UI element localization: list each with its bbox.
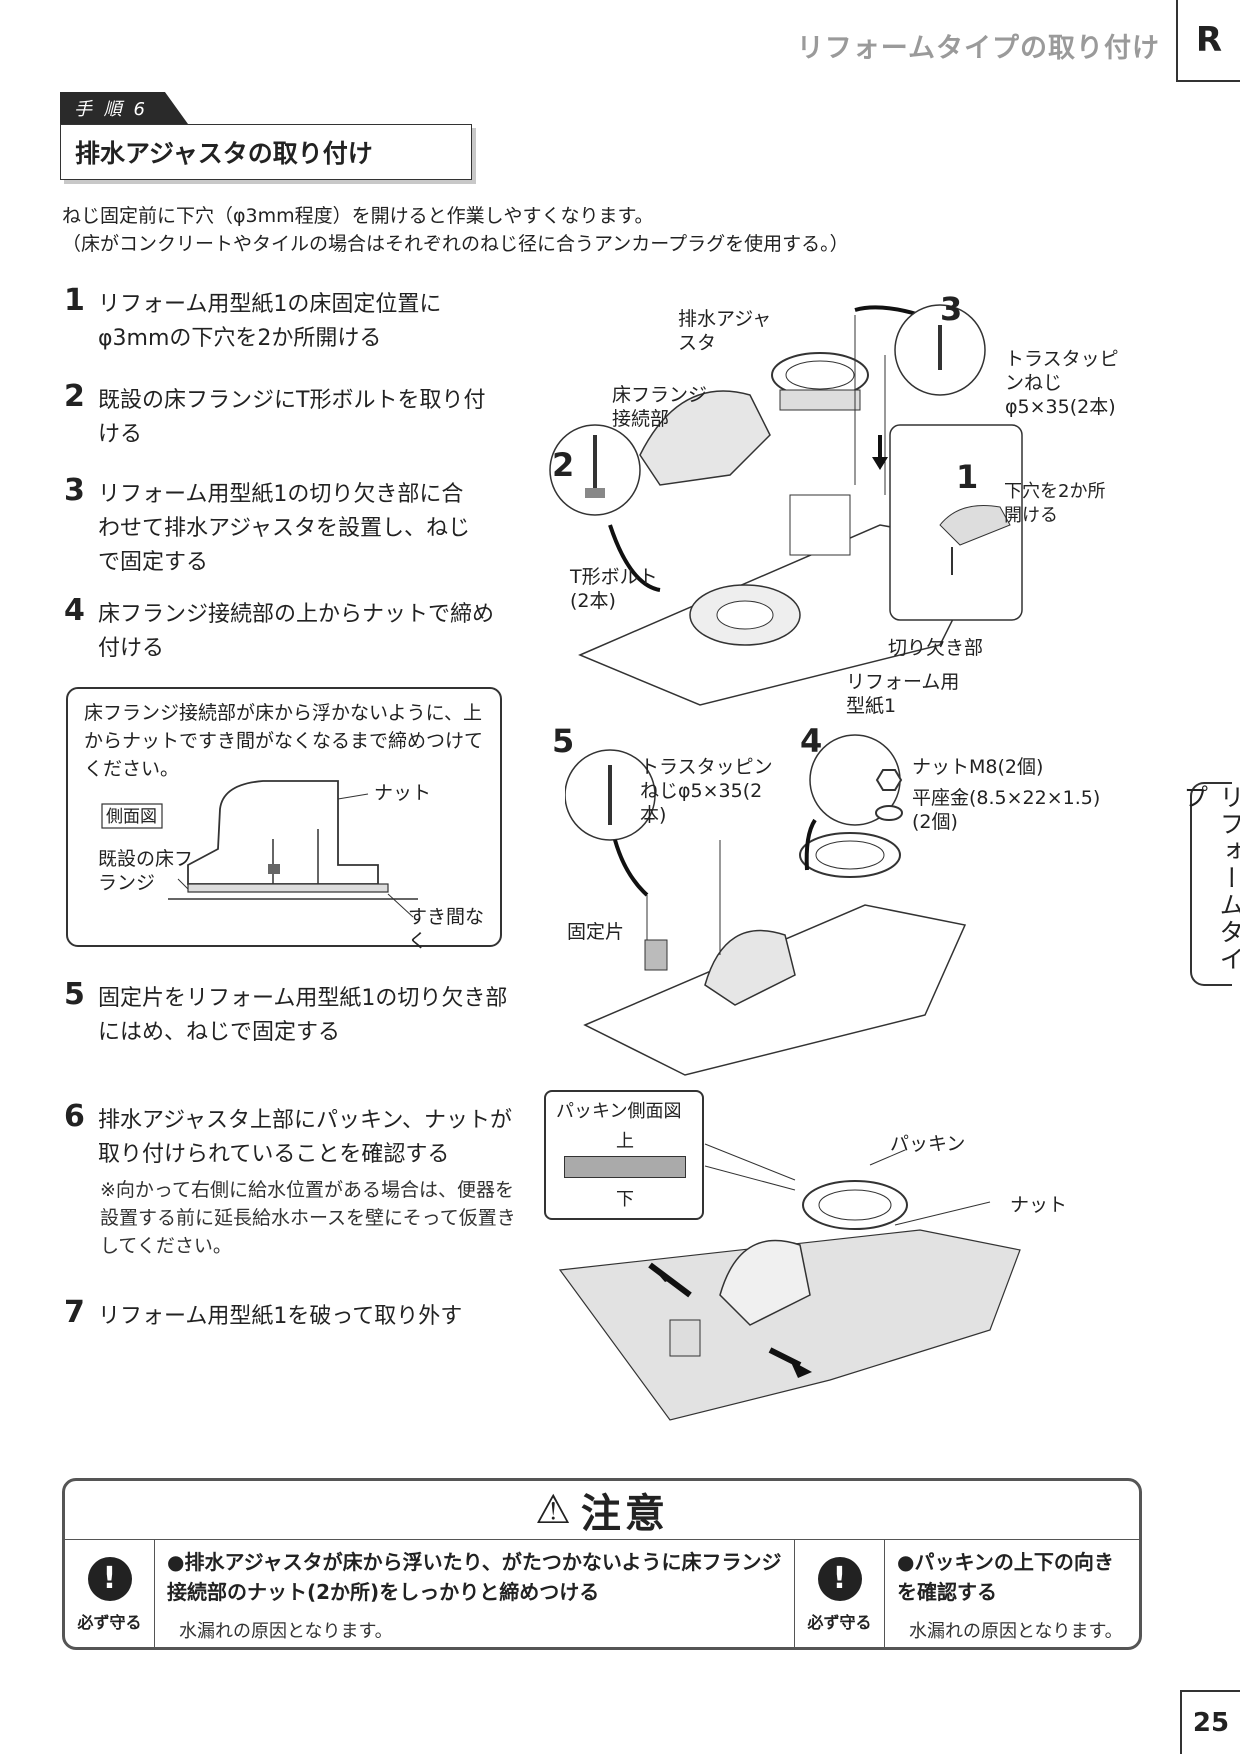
figure-1-illustration [549,304,1023,706]
step-tag: 手 順 6 [60,92,188,124]
section-letter: R [1176,0,1240,82]
step-text: リフォーム用型紙1の床固定位置にφ3mmの下穴を2か所開ける [98,292,442,351]
fig2-screw-label: トラスタッピンねじφ5×35(2本) [640,756,773,826]
step-text: 排水アジャスタ上部にパッキン、ナットが取り付けられていることを確認する [98,1108,513,1167]
drain-adjuster-label: 排水アジャスタ [678,308,772,354]
flange-label: 既設の床フランジ [98,848,194,894]
caution-icon-cell: ! 必ず守る [65,1539,155,1647]
fig1-number-3: 3 [940,290,963,328]
step-text: 固定片をリフォーム用型紙1の切り欠き部にはめ、ねじで固定する [98,986,508,1045]
packing-bottom-label: 下 [616,1189,634,1210]
step-text: 床フランジ接続部の上からナットで締め付ける [98,602,495,661]
side-view-diagram [101,780,418,918]
nut-label: ナット [374,782,432,804]
step-text: 既設の床フランジにT形ボルトを取り付ける [98,388,486,447]
caution-title: ⚠ 注意 [65,1481,1139,1540]
packing-label: パッキン [890,1133,966,1155]
section-title: リフォームタイプの取り付け [796,33,1160,64]
must-label: 必ず守る [77,1612,142,1632]
figure-2-illustration [565,734,967,1076]
step-text: リフォーム用型紙1を破って取り外す [98,1304,463,1329]
step-number: 2 [64,379,85,414]
caution-title-text: 注意 [580,1491,669,1537]
step-number: 6 [64,1099,85,1134]
warning-icon: ⚠ [535,1487,575,1533]
t-bolt-label: T形ボルト(2本) [570,566,658,612]
fig1-number-1: 1 [956,458,979,496]
figure-3-illustration [558,1143,1021,1421]
caution-box: ⚠ 注意 ! 必ず守る ●排水アジャスタが床から浮いたり、がたつかないように床フ… [62,1478,1142,1650]
intro-line: （床がコンクリートやタイルの場合はそれぞれのねじ径に合うアンカープラグを使用する… [62,233,849,255]
fig3-nut-label: ナット [1010,1194,1068,1216]
caution-item-1: ●排水アジャスタが床から浮いたり、がたつかないように床フランジ接続部のナット(2… [155,1539,795,1647]
caution-item-2: ●パッキンの上下の向きを確認する 水漏れの原因となります。 [885,1539,1139,1647]
fig1-number-2: 2 [552,446,575,484]
step-number: 4 [64,593,85,628]
packing-side-view-box: パッキン側面図 上 下 [544,1090,704,1220]
gap-label: すき間なく [408,906,485,952]
step-5: 5 固定片をリフォーム用型紙1の切り欠き部にはめ、ねじで固定する [64,978,512,1050]
step-6-note: ※向かって右側に給水位置がある場合は、便器を設置する前に延長給水ホースを壁にそっ… [100,1179,516,1257]
notch-label: 切り欠き部 [888,637,984,659]
washer-label: 平座金(8.5×22×1.5)(2個) [912,787,1101,833]
fig1-screw-label: トラスタッピンねじφ5×35(2本) [1005,348,1119,418]
page-number: 25 [1180,1690,1240,1754]
step-1: 1 リフォーム用型紙1の床固定位置にφ3mmの下穴を2か所開ける [64,284,474,356]
fig2-number-5: 5 [552,722,575,760]
intro-line: ねじ固定前に下穴（φ3mm程度）を開けると作業しやすくなります。 [62,205,654,227]
step-2: 2 既設の床フランジにT形ボルトを取り付ける [64,380,494,452]
caution-item-sub: 水漏れの原因となります。 [179,1621,393,1642]
fixing-piece-label: 固定片 [567,921,625,943]
step-3: 3 リフォーム用型紙1の切り欠き部に合わせて排水アジャスタを設置し、ねじで固定す… [64,474,474,580]
packing-top-label: 上 [616,1131,634,1152]
caution-icon-cell: ! 必ず守る [795,1539,885,1647]
packing-shape [564,1156,686,1178]
caution-item-sub: 水漏れの原因となります。 [909,1621,1123,1642]
exclamation-icon: ! [817,1556,862,1601]
intro-text: ねじ固定前に下穴（φ3mm程度）を開けると作業しやすくなります。 （床がコンクリ… [62,202,849,258]
step-number: 3 [64,473,85,508]
exclamation-icon: ! [87,1556,132,1601]
must-label: 必ず守る [807,1612,872,1632]
step-4: 4 床フランジ接続部の上からナットで締め付ける [64,594,495,666]
step-number: 7 [64,1295,85,1330]
info-text: 床フランジ接続部が床から浮かないように、上からナットですき間がなくなるまで締めつ… [84,702,484,780]
fig2-number-4: 4 [800,722,823,760]
step-title: 排水アジャスタの取り付け [60,124,472,180]
fig2-nut-label: ナットM8(2個) [912,756,1044,778]
step-number: 5 [64,977,85,1012]
side-view-label: 側面図 [106,807,157,827]
step-7: 7 リフォーム用型紙1を破って取り外す [64,1296,520,1334]
template-label: リフォーム用型紙1 [846,671,960,717]
packing-side-view-label: パッキン側面図 [556,1101,682,1122]
info-box: 床フランジ接続部が床から浮かないように、上からナットですき間がなくなるまで締めつ… [66,687,502,952]
step-text: リフォーム用型紙1の切り欠き部に合わせて排水アジャスタを設置し、ねじで固定する [98,482,471,575]
caution-item-main: ●パッキンの上下の向きを確認する [897,1550,1114,1604]
caution-item-main: ●排水アジャスタが床から浮いたり、がたつかないように床フランジ接続部のナット(2… [167,1550,782,1604]
step-number: 1 [64,283,85,318]
pilot-hole-label: 下穴を2か所開ける [1004,481,1106,526]
step-6: 6 排水アジャスタ上部にパッキン、ナットが取り付けられていることを確認する [64,1100,520,1172]
flange-joint-label: 床フランジ接続部 [612,384,708,430]
side-tab: リフォームタイプ [1180,782,1240,986]
